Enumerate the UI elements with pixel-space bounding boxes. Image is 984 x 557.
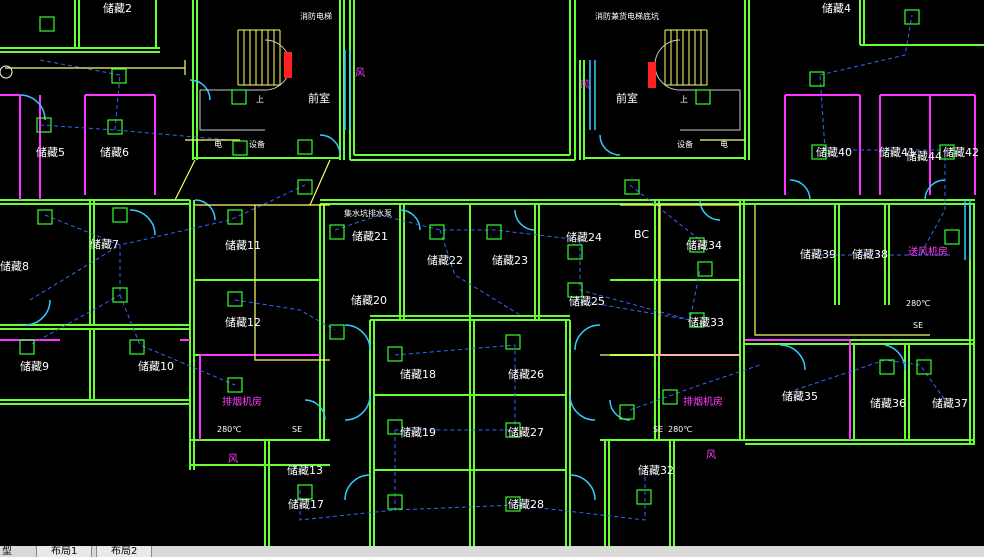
room-label: 储藏5	[36, 145, 65, 159]
room-label: 储藏20	[351, 293, 387, 307]
tab-layout-1[interactable]: 布局1	[36, 546, 93, 557]
room-label: 储藏4	[822, 1, 851, 15]
room-label: 储藏11	[225, 238, 261, 252]
se-left-label: SE	[292, 425, 302, 434]
room-label: 储藏38	[852, 247, 888, 261]
room-label: 储藏21	[352, 229, 388, 243]
fan-room-left-label: 排烟机房	[222, 395, 262, 408]
room-label: 储藏6	[100, 145, 129, 159]
room-label: 储藏12	[225, 315, 261, 329]
fire-elevator-label: 消防电梯	[300, 11, 332, 21]
wind-2-label: 风	[580, 79, 590, 91]
equip-left-label: 设备	[249, 139, 265, 149]
se-right-label: SE	[653, 425, 663, 434]
doors-cyan	[19, 79, 946, 501]
wind-1-label: 风	[355, 67, 365, 79]
fan-room-east-label: 送风机房	[908, 245, 948, 258]
room-label: 储藏34	[686, 238, 722, 252]
elec-left-label: 电	[214, 139, 222, 149]
room-labels: 储藏2 储藏4 储藏5 储藏6 储藏7 储藏8 储藏9 储藏10 储藏11 储藏12 储藏13 储藏1…	[0, 1, 979, 511]
room-label: 储藏24	[566, 230, 602, 244]
bc-mark-label: BC	[634, 228, 649, 241]
wiring-yellow	[5, 60, 930, 361]
outside-circles	[0, 65, 13, 79]
stairs-yellow	[237, 29, 708, 86]
temp-east-label: 280℃	[906, 299, 930, 308]
room-label: 储藏8	[0, 259, 29, 273]
room-label: 储藏36	[870, 396, 906, 410]
room-label: 储藏17	[288, 497, 324, 511]
temp-right-label: 280℃	[668, 425, 692, 434]
equip-right-label: 设备	[677, 139, 693, 149]
red-devices	[284, 52, 656, 88]
room-label: 储藏37	[932, 396, 968, 410]
stairs-up-right-label: 上	[680, 95, 688, 104]
se-east-label: SE	[913, 321, 923, 330]
room-label: 储藏35	[782, 389, 818, 403]
stairs-up-left-label: 上	[256, 95, 264, 104]
room-label: 储藏23	[492, 253, 528, 267]
layout-tab-bar: 型 布局1 布局2	[0, 546, 984, 557]
room-label: 储藏13	[287, 463, 323, 477]
room-label: 储藏28	[508, 497, 544, 511]
fire-elevator-combo-label: 消防兼货电梯底坑	[595, 11, 659, 21]
room-label: 储藏26	[508, 367, 544, 381]
pump-room-label: 集水坑排水泵	[344, 208, 392, 218]
room-label: 储藏18	[400, 367, 436, 381]
anteroom-left-label: 前室	[308, 91, 330, 105]
room-label: 储藏9	[20, 359, 49, 373]
device-symbols	[19, 9, 960, 512]
room-label: 储藏42	[943, 145, 979, 159]
room-label: 储藏40	[816, 145, 852, 159]
room-label: 储藏2	[103, 1, 132, 15]
room-label: 储藏7	[90, 237, 119, 251]
room-label: 储藏10	[138, 359, 174, 373]
wind-3-label: 风	[228, 453, 238, 465]
room-label: 储藏27	[508, 425, 544, 439]
room-label: 储藏25	[569, 294, 605, 308]
stair-outline-white	[199, 39, 741, 131]
room-label: 储藏32	[638, 463, 674, 477]
room-label: 储藏41	[879, 145, 915, 159]
room-label: 储藏33	[688, 315, 724, 329]
fan-room-right-label: 排烟机房	[683, 395, 723, 408]
tab-layout-2[interactable]: 布局2	[96, 546, 153, 557]
wiring-blue	[29, 14, 955, 521]
temp-left-label: 280℃	[217, 425, 241, 434]
room-label: 储藏19	[400, 425, 436, 439]
wind-4-label: 风	[706, 449, 716, 461]
room-label: 储藏22	[427, 253, 463, 267]
cyan-pipes	[344, 50, 971, 260]
anteroom-right-label: 前室	[616, 91, 638, 105]
room-label: 储藏39	[800, 247, 836, 261]
elec-right-label: 电	[720, 139, 728, 149]
tab-prefix: 型	[2, 546, 12, 557]
room-label: 储藏44	[906, 149, 942, 163]
